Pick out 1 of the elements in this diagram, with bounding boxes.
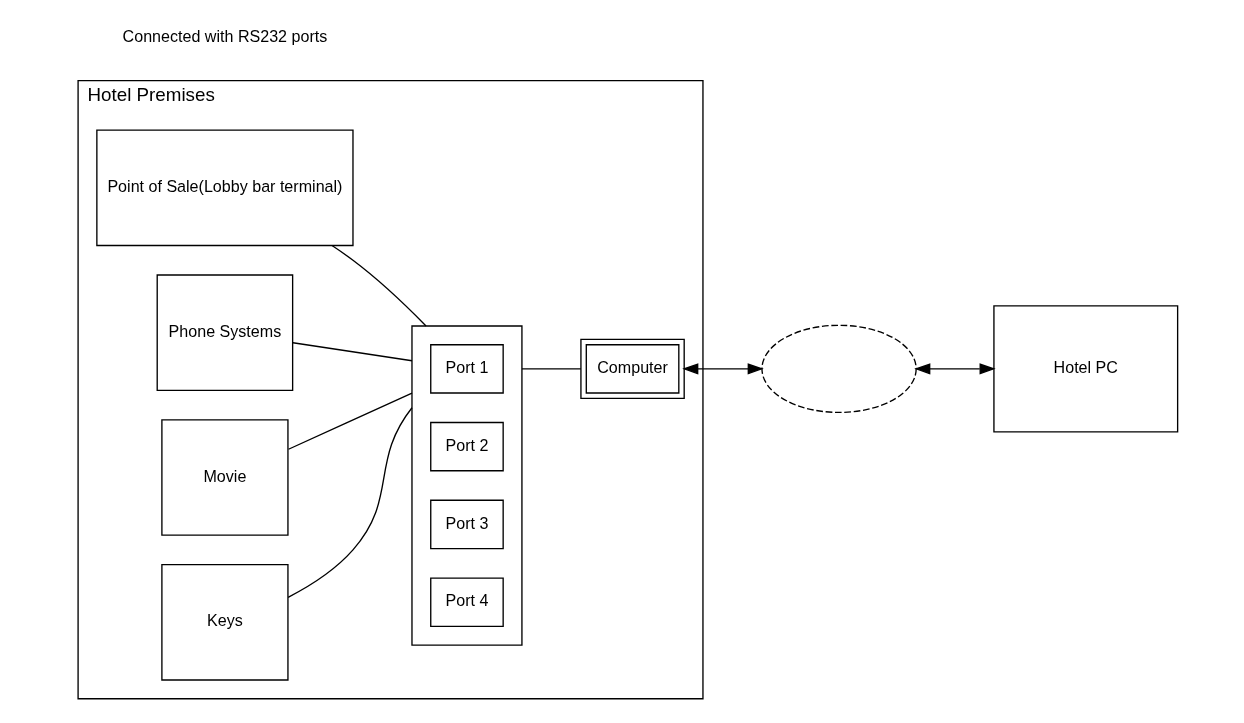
label: Connected with RS232 ports xyxy=(122,26,327,45)
